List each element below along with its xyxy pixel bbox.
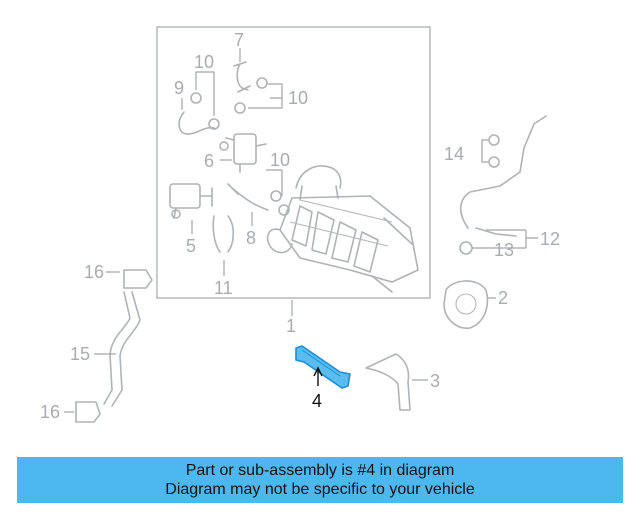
callout-11: 11 [214, 278, 233, 298]
gasket-16-lower-part [75, 401, 101, 423]
callout-5: 5 [186, 236, 196, 256]
oil-line-12-part [459, 115, 547, 255]
valve-6-part [219, 133, 267, 173]
heat-shield-4-part[interactable] [295, 345, 351, 389]
pipe-15-part [103, 291, 141, 407]
callout-3: 3 [430, 371, 440, 391]
assembly-frame [156, 26, 431, 299]
hose-9-part [178, 111, 215, 135]
callout-7: 7 [234, 30, 244, 50]
turbo-manifold-part [266, 165, 419, 293]
leader-lines [64, 48, 538, 413]
callout-10-top: 10 [194, 52, 214, 72]
callout-13: 13 [494, 240, 514, 260]
callout-15: 15 [70, 344, 90, 364]
hose-7-part [233, 61, 251, 93]
bracket-3-part [365, 353, 411, 411]
hose-11-part [212, 215, 235, 253]
callout-16-top: 16 [84, 262, 104, 282]
clamp-10-parts [190, 77, 290, 216]
parts-diagram: 7 10 9 10 6 10 8 5 11 1 14 12 13 2 3 16 … [40, 26, 560, 423]
hose-8-part [227, 183, 269, 211]
callout-10-right: 10 [288, 88, 308, 108]
solenoid-5-part [169, 183, 213, 219]
info-banner: Part or sub-assembly is #4 in diagram Di… [17, 457, 623, 503]
callout-4-highlighted: 4 [312, 391, 322, 411]
callout-9: 9 [174, 78, 184, 98]
gasket-14-parts [488, 134, 500, 168]
banner-line-2: Diagram may not be specific to your vehi… [165, 481, 475, 498]
callout-8: 8 [246, 228, 256, 248]
callout-14: 14 [444, 144, 464, 164]
callout-1: 1 [286, 316, 296, 336]
banner-line-1: Part or sub-assembly is #4 in diagram [185, 462, 455, 479]
leader-arrow-4 [313, 366, 323, 386]
gasket-16-upper-part [123, 269, 153, 289]
callout-12: 12 [540, 229, 560, 249]
callout-6: 6 [204, 151, 214, 171]
callout-16-bottom: 16 [40, 402, 60, 422]
callout-2: 2 [498, 288, 508, 308]
gasket-2-part [443, 280, 489, 329]
callout-10-mid: 10 [270, 150, 290, 170]
